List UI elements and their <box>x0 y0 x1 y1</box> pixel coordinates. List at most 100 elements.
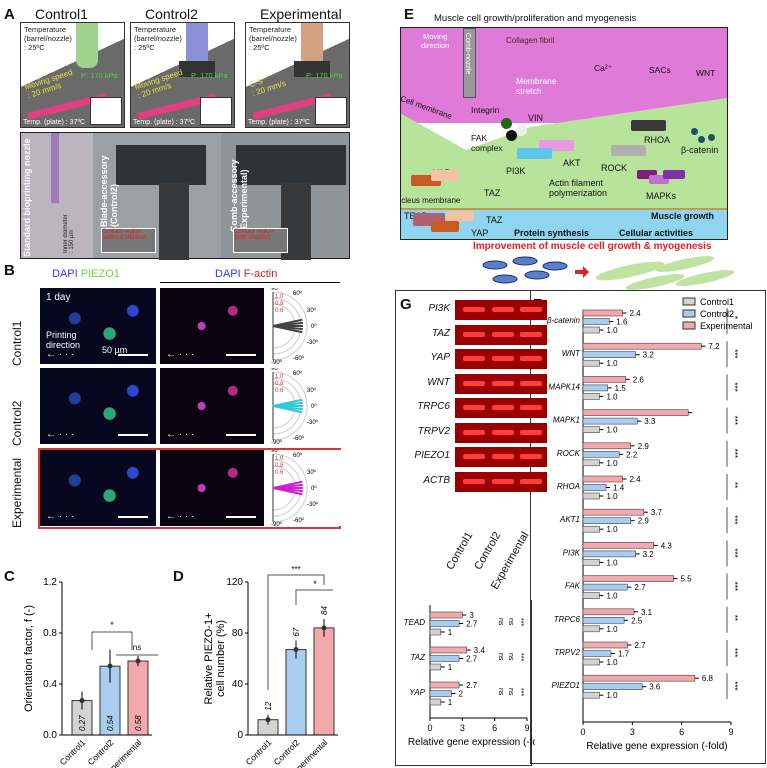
diagram-label-rhoa: RHOA <box>644 135 671 145</box>
value-label: 0.27 <box>78 715 87 731</box>
sig-label: ns <box>497 618 504 626</box>
gel-band <box>463 356 485 361</box>
bar <box>582 508 645 516</box>
inset <box>315 97 347 125</box>
temp-label: Temperature (barrel/nozzle) : 25ºC <box>24 25 72 52</box>
gel-band <box>463 429 485 435</box>
value-label: 2.4 <box>629 309 641 318</box>
nozzle <box>301 23 323 68</box>
sig-label: ns <box>497 653 504 661</box>
polar-tick: 60º <box>293 290 303 297</box>
nozzle <box>186 23 208 68</box>
bar <box>429 698 442 706</box>
value-label: 3.3 <box>644 417 656 426</box>
bar <box>429 620 460 627</box>
polar-tick: 90º <box>271 368 281 372</box>
y-tick-label: 120 <box>226 577 243 588</box>
gel-band <box>463 478 485 484</box>
bar <box>582 459 600 467</box>
sig-label: ns <box>133 643 141 652</box>
polar-tick: -90º <box>271 439 283 444</box>
value-label: 1.0 <box>606 658 618 667</box>
polar-ring <box>272 453 308 523</box>
polar-tick: 60º <box>293 370 303 377</box>
sig-label: ns <box>507 653 514 661</box>
factin-image: ← · · · <box>160 368 264 444</box>
diagram-label-integrin: Integrin <box>471 105 500 115</box>
value-label: 1.0 <box>606 625 618 634</box>
bar <box>429 681 460 689</box>
legend-label: Experimental <box>700 321 753 331</box>
y-tick-label: 0 <box>237 730 243 741</box>
value-label: 3 <box>469 611 474 620</box>
sig-label: *** <box>730 582 739 591</box>
arrow-icon: ← · · · <box>46 429 75 440</box>
scale-bar <box>226 434 256 436</box>
x-tick-label: Control1 <box>244 737 274 767</box>
sig-label: ns <box>507 688 514 696</box>
polar-tick: 90º <box>271 450 281 454</box>
sig-label: ns <box>507 618 514 626</box>
category-label: YAP <box>409 688 425 697</box>
sig-label: *** <box>730 515 739 524</box>
sig-label: ns <box>497 688 504 696</box>
polar-radius: 1.0 <box>275 294 284 300</box>
diagram-label-taz: TAZ <box>484 188 501 198</box>
polar-petal <box>272 325 303 334</box>
sig-label: *** <box>730 382 739 391</box>
gel-band-row <box>455 349 547 369</box>
sig-label: ** <box>730 615 739 621</box>
value-label: 1 <box>448 663 453 672</box>
value-label: 1.0 <box>606 326 618 335</box>
sig-label: *** <box>730 349 739 358</box>
value-label: 1.7 <box>618 650 630 659</box>
bar <box>429 611 463 619</box>
printing-direction-label: Printing direction <box>46 330 81 350</box>
contact-label: Contact region (with shallow) <box>233 228 288 253</box>
gel-band <box>520 405 542 410</box>
signaling-protein <box>431 170 459 181</box>
bar <box>582 658 600 666</box>
bar <box>582 608 635 616</box>
diagram-title: Muscle cell growth/proliferation and myo… <box>434 13 637 24</box>
diagram-label-growth: Muscle growth <box>651 211 715 221</box>
bar <box>582 451 620 458</box>
inset <box>90 97 122 125</box>
gel-band <box>492 429 514 435</box>
gel-band <box>492 405 514 410</box>
contact-label: Contact region (without shallow) <box>101 228 156 253</box>
value-label: 2.4 <box>629 475 641 484</box>
y-tick-label: 80 <box>232 628 244 639</box>
y-tick-label: 1.2 <box>43 577 57 588</box>
category-label: MAPK14 <box>548 382 580 391</box>
polar-petal <box>272 405 303 414</box>
polar-tick: 30º <box>307 469 317 476</box>
value-label: 2.7 <box>634 641 646 650</box>
panel-label-a: A <box>4 6 15 23</box>
scale-bar <box>118 516 148 518</box>
category-label: TAZ <box>410 653 426 662</box>
bar <box>582 484 607 491</box>
sig-bracket <box>295 589 333 605</box>
sig-label: * <box>110 620 114 630</box>
value-label: 1.0 <box>606 426 618 435</box>
diagram-label-vin: VIN <box>528 113 544 123</box>
arrow-icon: ← · · · <box>46 349 75 360</box>
photo-label: Standard bioprinting nozzle <box>22 138 32 258</box>
bar <box>582 583 628 591</box>
cell-growth-illustration <box>482 256 735 290</box>
legend-swatch <box>682 297 696 306</box>
polar-tick: 90º <box>271 288 281 292</box>
diagram-label-comb: Comb-nozzle <box>464 33 471 75</box>
row-label: Control1 <box>10 320 24 366</box>
value-label: 1.0 <box>606 492 618 501</box>
gel-band <box>492 454 514 459</box>
factin-image: ← · · · <box>160 450 264 526</box>
gel-band <box>492 356 514 361</box>
value-label: 2.6 <box>633 375 645 384</box>
accessory-photo: Standard bioprinting nozzle Blade-access… <box>20 132 350 260</box>
category-label: TRPC6 <box>554 615 581 624</box>
polar-radius: 1.0 <box>275 456 284 462</box>
